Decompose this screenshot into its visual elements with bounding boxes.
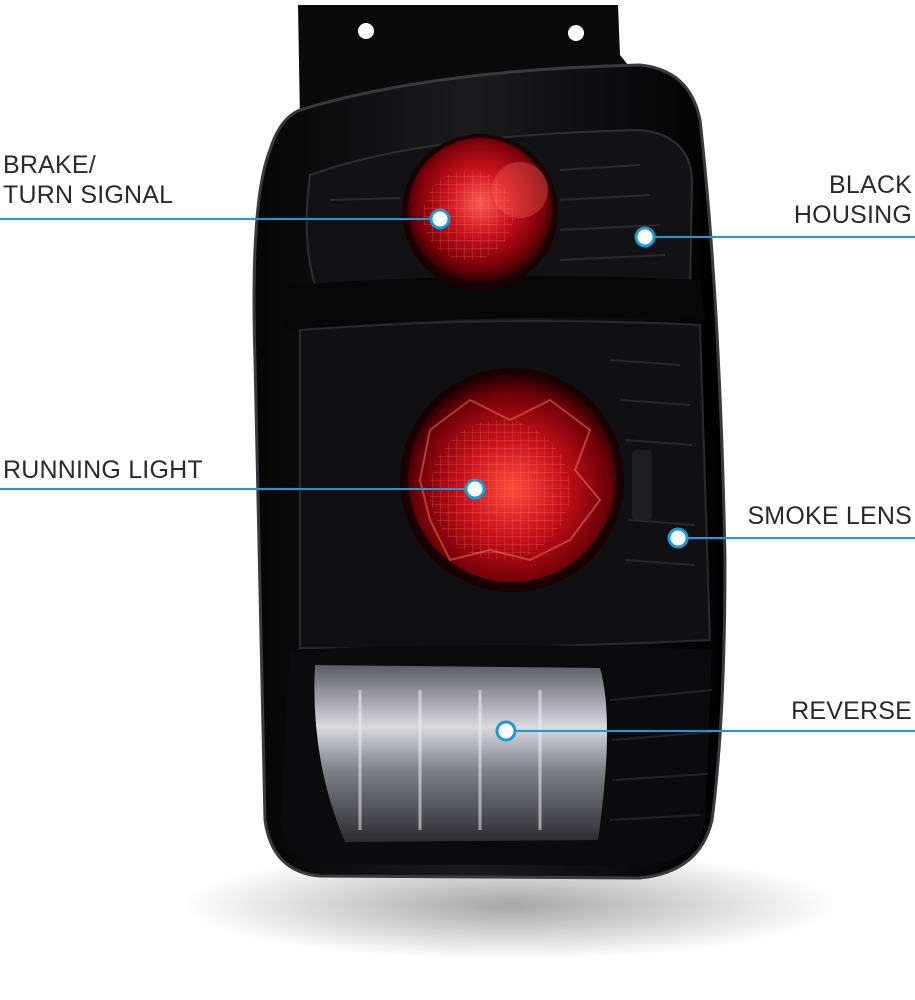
brake-lens-highlight — [492, 162, 548, 218]
label-reverse: REVERSE — [791, 697, 912, 725]
lower-chamber-ribs — [609, 359, 696, 566]
label-brake-turn-signal: BRAKE/ TURN SIGNAL — [3, 151, 174, 209]
label-smoke-lens: SMOKE LENS — [747, 502, 912, 530]
running-lens-grid — [430, 420, 570, 560]
callout-running-light — [0, 478, 486, 500]
running-lens-facets — [418, 398, 602, 562]
callout-brake-turn — [0, 208, 451, 230]
brake-lens-grid — [423, 170, 513, 260]
label-running-light: RUNNING LIGHT — [3, 456, 203, 484]
side-tab — [632, 450, 652, 520]
upper-chamber-ribs — [329, 164, 666, 261]
callout-black-housing — [634, 226, 915, 248]
housing-rim — [252, 63, 727, 880]
callout-reverse — [495, 720, 915, 742]
callout-smoke-lens — [667, 527, 915, 549]
bracket-hole-left — [358, 23, 374, 39]
label-black-housing: BLACK HOUSING — [793, 171, 912, 229]
reverse-lens-facets — [358, 690, 542, 830]
reverse-lens — [314, 665, 608, 842]
bracket-hole-right — [568, 25, 584, 41]
divider-bar — [285, 276, 705, 330]
housing-side-ribs — [609, 689, 713, 821]
